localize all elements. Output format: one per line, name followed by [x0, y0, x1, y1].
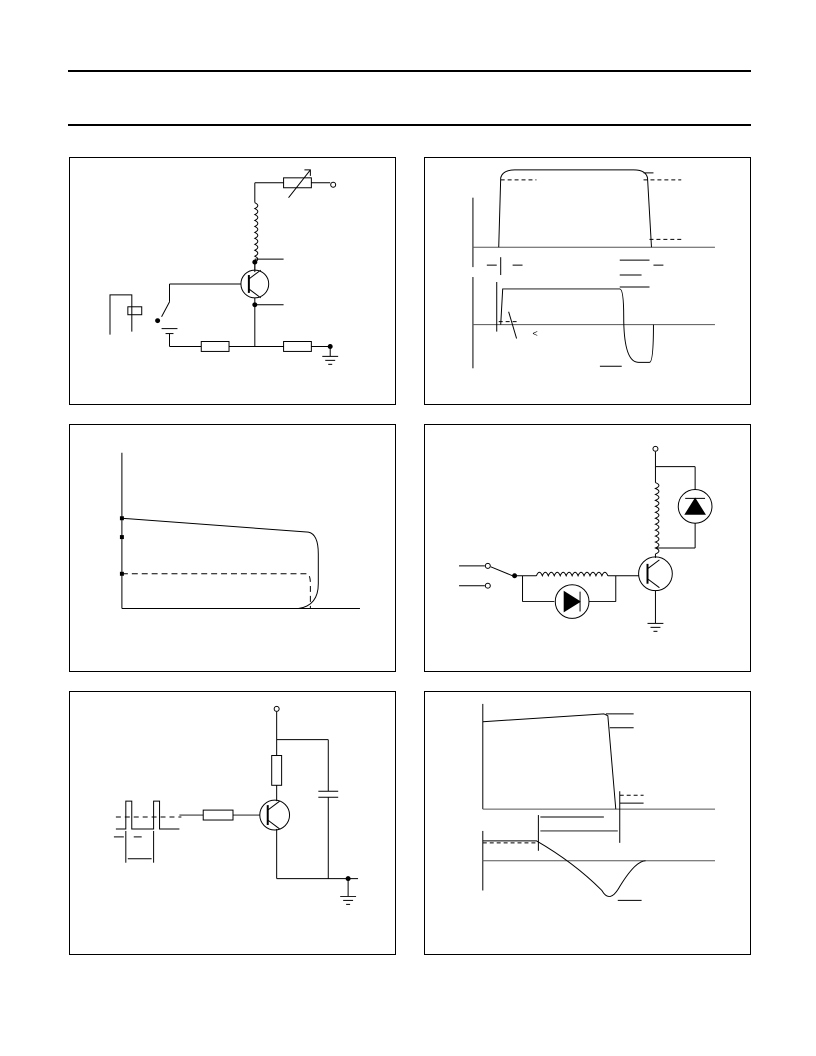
waveform-plot: <	[472, 169, 715, 369]
collector-current-pulse	[498, 169, 652, 248]
pulse-train	[115, 800, 180, 830]
figure-switching-waveforms-2	[424, 691, 751, 955]
variable-resistor	[283, 177, 312, 189]
figure-test-circuit	[69, 157, 396, 405]
header-rule-bottom	[68, 124, 751, 126]
soa-dashed-boundary	[121, 573, 311, 609]
collector-resistor	[271, 755, 283, 786]
soa-plot	[119, 452, 360, 610]
pulse-circuit-schematic	[113, 705, 359, 905]
inductor-1	[654, 482, 660, 555]
inductor-2	[535, 571, 609, 578]
header-rule-top	[68, 70, 751, 72]
voltage-dip-wave	[482, 840, 646, 897]
inductor	[253, 202, 259, 263]
pulse-source	[109, 294, 133, 335]
base-resistor	[202, 809, 234, 821]
base-voltage-wave	[500, 288, 654, 363]
figure-safe-operating-area	[69, 424, 396, 672]
waveform-plot-2	[482, 703, 716, 901]
marker-symbol: <	[532, 329, 537, 339]
figure-diode-clamp-circuit	[424, 424, 751, 672]
resistor-1	[200, 341, 230, 352]
transistor-symbol	[638, 556, 673, 592]
figure-switching-waveforms: <	[424, 157, 751, 405]
current-decay-wave	[482, 713, 617, 810]
test-circuit-schematic	[109, 169, 339, 365]
clamp-circuit-schematic	[459, 445, 713, 632]
soa-boundary	[121, 517, 319, 609]
figure-pulse-circuit	[69, 691, 396, 955]
diode-1	[677, 488, 713, 524]
resistor-2	[283, 341, 312, 352]
